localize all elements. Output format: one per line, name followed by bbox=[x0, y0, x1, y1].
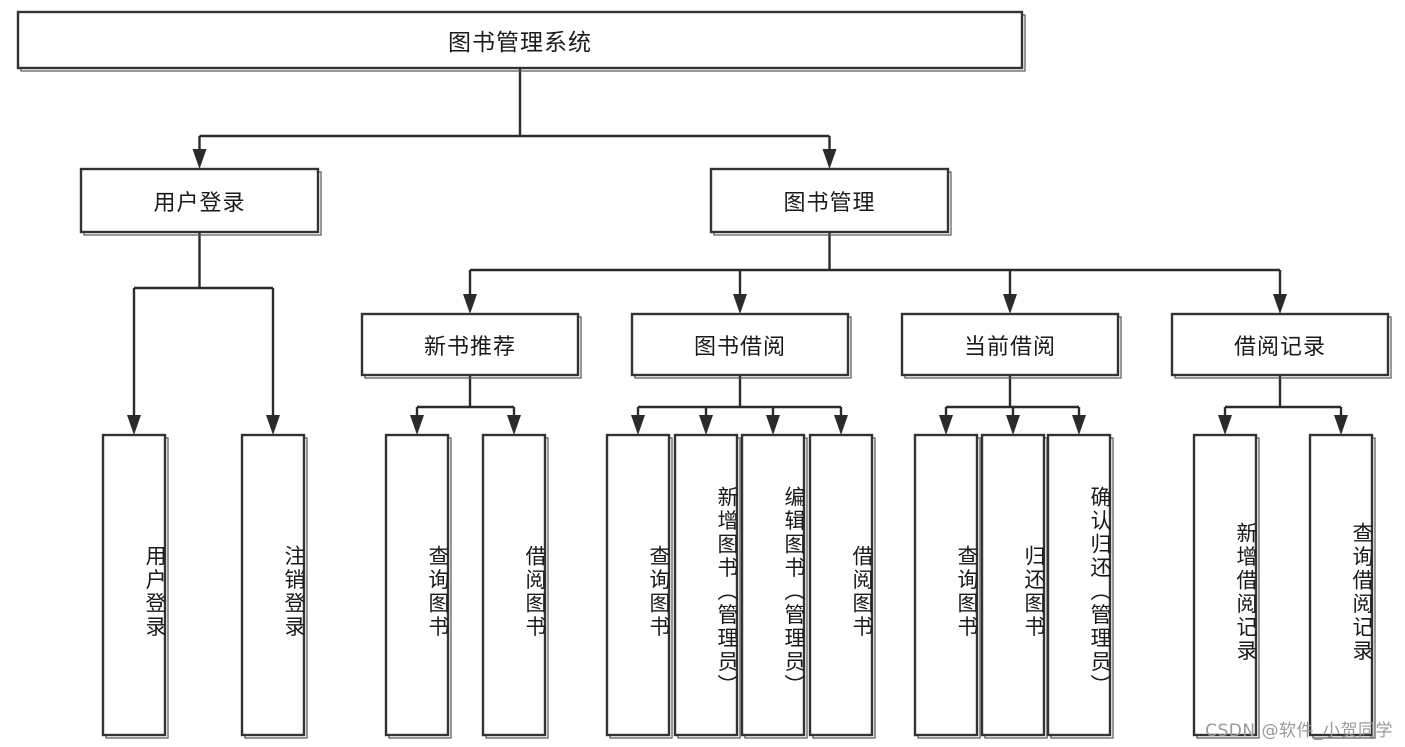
boxes-layer bbox=[16, 10, 1392, 739]
node-leaf-1[interactable] bbox=[240, 433, 308, 739]
node-level3-0[interactable] bbox=[360, 312, 582, 379]
node-leaf-6[interactable] bbox=[740, 433, 808, 739]
arrowhead bbox=[192, 149, 207, 169]
node-leaf-4[interactable] bbox=[605, 433, 673, 739]
arrowhead bbox=[1273, 294, 1287, 314]
node-level3-3[interactable] bbox=[1170, 312, 1392, 379]
arrowhead bbox=[266, 415, 280, 435]
arrowhead bbox=[1006, 415, 1020, 435]
arrowhead bbox=[699, 415, 713, 435]
node-level3-2[interactable] bbox=[900, 312, 1122, 379]
arrowhead bbox=[1334, 415, 1348, 435]
arrowhead bbox=[507, 415, 521, 435]
arrowhead bbox=[1218, 415, 1232, 435]
node-leaf-3[interactable] bbox=[481, 433, 549, 739]
node-leaf-8[interactable] bbox=[913, 433, 981, 739]
arrowhead bbox=[631, 415, 645, 435]
node-leaf-7[interactable] bbox=[808, 433, 876, 739]
arrowhead bbox=[822, 149, 837, 169]
node-leaf-5[interactable] bbox=[673, 433, 741, 739]
arrowhead bbox=[939, 415, 953, 435]
node-level2-1[interactable] bbox=[709, 167, 952, 236]
node-leaf-9[interactable] bbox=[980, 433, 1048, 739]
arrowhead bbox=[127, 415, 141, 435]
arrowhead bbox=[463, 294, 477, 314]
node-leaf-0[interactable] bbox=[101, 433, 169, 739]
arrowhead bbox=[410, 415, 424, 435]
node-root[interactable] bbox=[16, 10, 1026, 72]
node-level2-0[interactable] bbox=[79, 167, 322, 236]
node-leaf-10[interactable] bbox=[1046, 433, 1114, 739]
connectors-layer bbox=[127, 68, 1348, 435]
node-leaf-12[interactable] bbox=[1308, 433, 1376, 739]
node-level3-1[interactable] bbox=[630, 312, 852, 379]
arrowhead bbox=[1072, 415, 1086, 435]
node-leaf-11[interactable] bbox=[1192, 433, 1260, 739]
arrowhead bbox=[1003, 294, 1017, 314]
arrowhead bbox=[733, 294, 747, 314]
arrowhead bbox=[766, 415, 780, 435]
arrowhead bbox=[834, 415, 848, 435]
node-leaf-2[interactable] bbox=[384, 433, 452, 739]
